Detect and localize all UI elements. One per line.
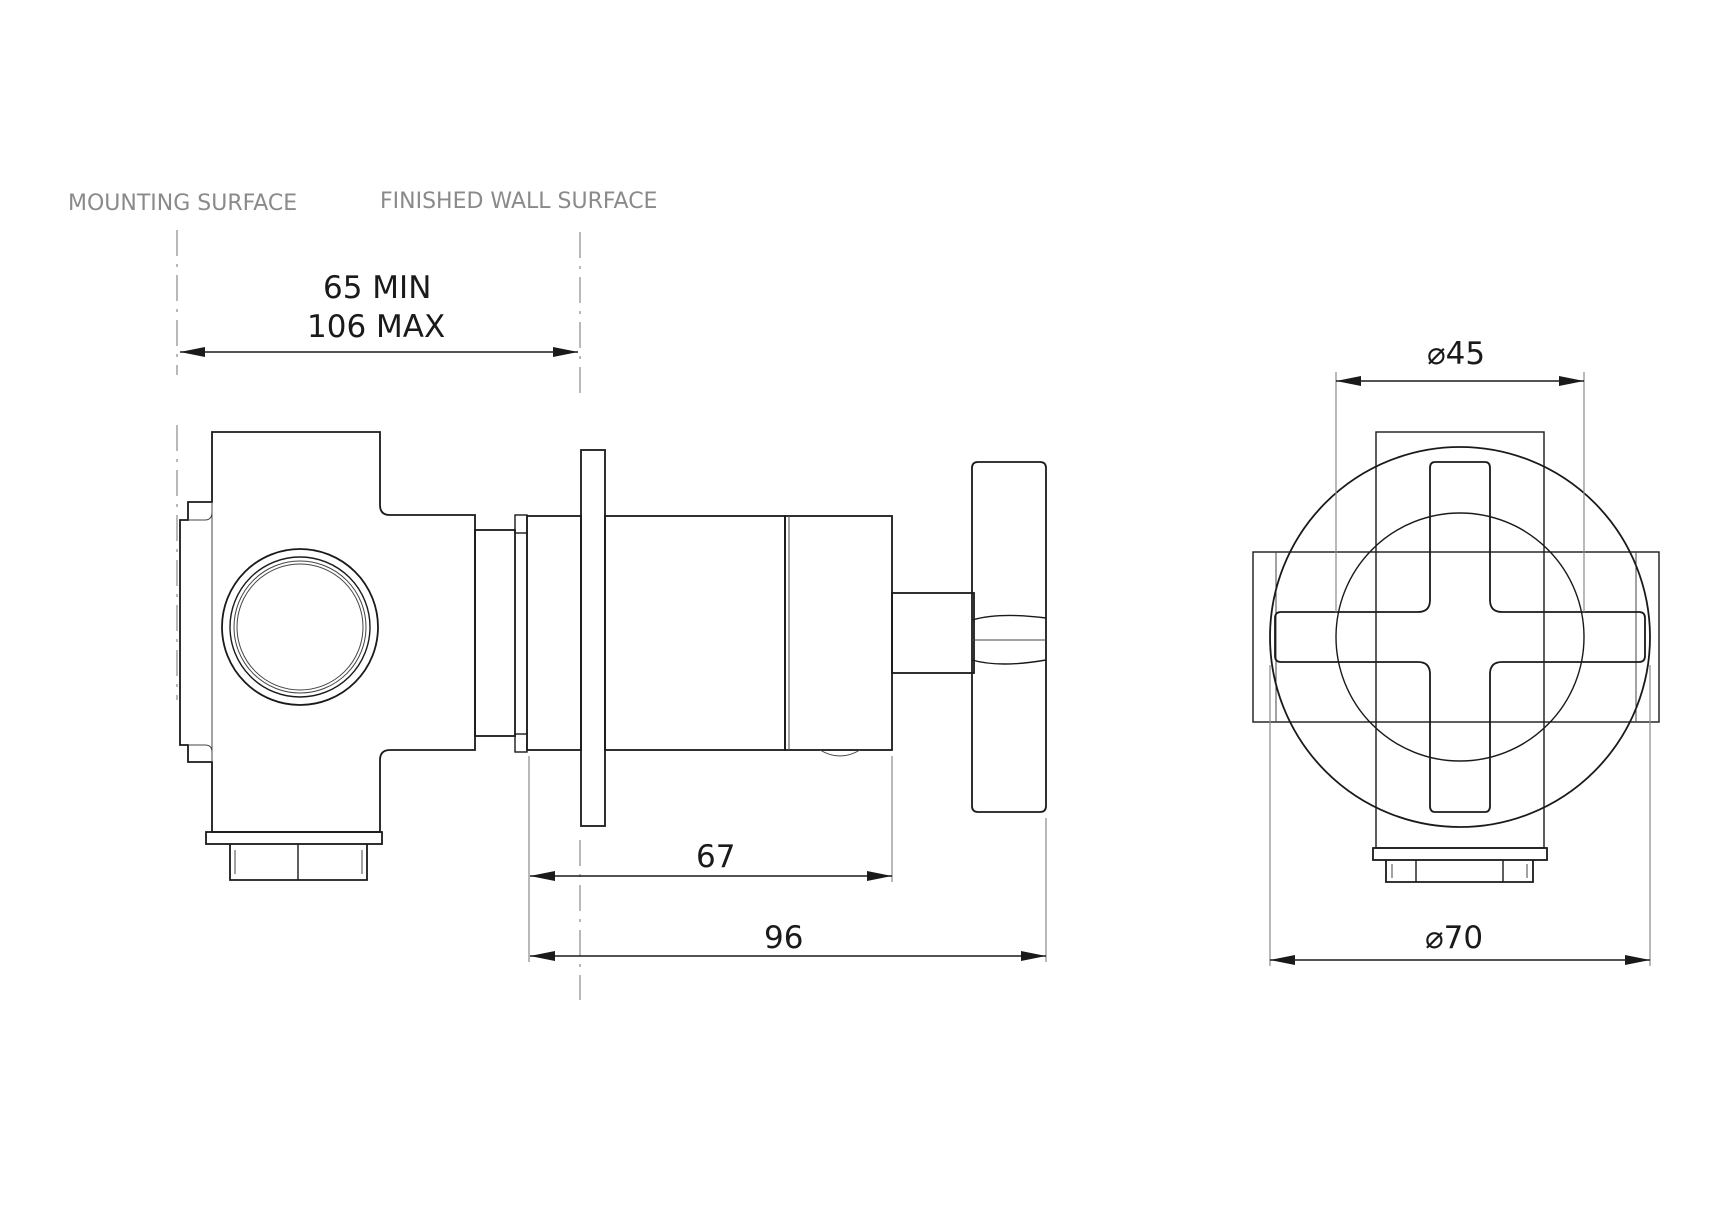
dimension-min-max-line <box>180 347 578 357</box>
dimension-diameter-70-label: ⌀70 <box>1425 920 1483 956</box>
dimension-diameter-45-label: ⌀45 <box>1427 336 1485 372</box>
dimension-67-label: 67 <box>696 839 735 875</box>
finished-wall-surface-label: FINISHED WALL SURFACE <box>380 189 657 214</box>
dimension-diameter-70-line <box>1269 665 1651 966</box>
valve-body-side-view <box>179 431 1047 881</box>
dimension-96-line <box>530 818 1047 962</box>
dimension-max-label: 106 MAX <box>307 309 445 345</box>
mounting-surface-label: MOUNTING SURFACE <box>68 191 297 216</box>
dimension-96-label: 96 <box>764 920 803 956</box>
dimension-min-label: 65 MIN <box>323 270 431 306</box>
dimension-diameter-45-line <box>1335 372 1585 612</box>
valve-front-view <box>1252 431 1660 883</box>
dimension-67-line <box>528 756 893 962</box>
